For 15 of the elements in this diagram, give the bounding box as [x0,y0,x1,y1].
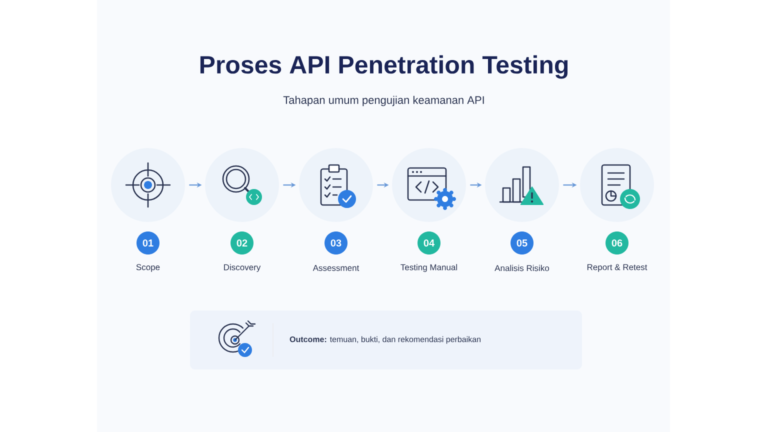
step-label: Testing Manual [400,264,457,272]
number-badge: 06 [606,232,628,254]
step-label: Report & Retest [587,264,648,272]
title: Proses API Penetration Testing [200,55,568,79]
number-badge: 04 [418,232,440,254]
subtitle: Tahapan umum pengujian keamanan API [283,96,484,106]
number-badge: 03 [324,232,348,254]
number-badge: 02 [230,232,254,254]
step-label: Scope [136,264,160,272]
outcome-text: Outcome: temuan, bukti, dan rekomendasi perbaikan [290,336,480,344]
step-label: Assessment [312,265,360,271]
step-label: Discovery [224,264,261,272]
number-badge: 01 [136,232,160,254]
number-badge: 05 [510,232,534,254]
step-label: Analisis Risiko [494,264,550,272]
